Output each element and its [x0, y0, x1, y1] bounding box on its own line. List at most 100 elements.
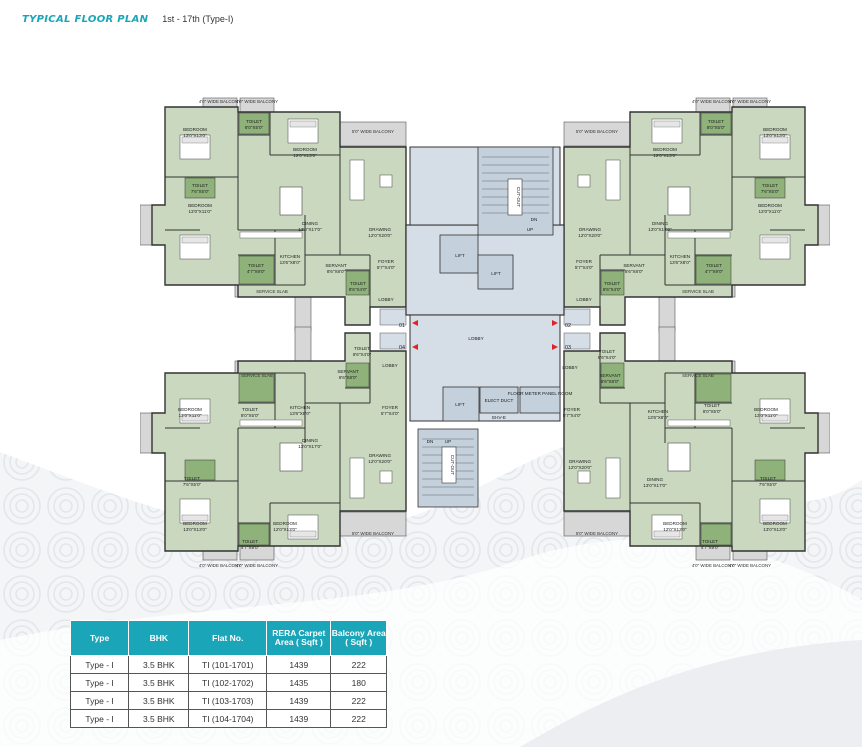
room-dims: 8'0"X5'0" — [241, 413, 260, 418]
col-header-type: Type — [69, 620, 130, 656]
room-dims: 12'0"X13'0" — [273, 527, 297, 532]
cell-balcony-area: 222 — [330, 709, 387, 728]
central-core — [405, 146, 565, 508]
room-label: BEDROOM — [763, 127, 787, 132]
room-label: BEDROOM — [293, 147, 317, 152]
room-label: BEDROOM — [188, 203, 212, 208]
room-label: BEDROOM — [183, 521, 207, 526]
cell-flat-no: TI (103-1703) — [188, 691, 268, 710]
room-dims: 8'0"X5'0" — [707, 125, 726, 130]
room-label: LOBBY — [562, 365, 577, 370]
room-label: BEDROOM — [273, 521, 297, 526]
unit-number-02: 02 — [565, 323, 571, 329]
room-label: LOBBY — [576, 297, 591, 302]
room-label: TOILET — [706, 263, 722, 268]
cell-type: Type - I — [69, 673, 130, 692]
room-dims: 4'7"X9'0" — [247, 269, 266, 274]
page-header: TYPICAL FLOOR PLAN 1st - 17th (Type-I) — [22, 14, 233, 34]
room-dims: 8'6"X8'0" — [327, 269, 346, 274]
cell-flat-no: TI (101-1701) — [188, 655, 268, 674]
room-dims: 13'6"X8'0" — [280, 260, 301, 265]
stair-up-label-2: UP — [527, 227, 533, 232]
room-label: SERVANT — [337, 369, 358, 374]
room-label: TOILET — [708, 119, 724, 124]
room-label: TOILET — [246, 119, 262, 124]
room-label: TOILET — [599, 349, 615, 354]
room-dims: 13'0"X11'0" — [188, 209, 211, 214]
balcony-label: 5'0" WIDE BALCONY — [576, 531, 618, 536]
room-dims: 13'0"X13'0" — [183, 133, 207, 138]
room-label: DINING — [302, 221, 319, 226]
room-label: BEDROOM — [653, 147, 677, 152]
room-label: BEDROOM — [763, 521, 787, 526]
lift-label-1: LIFT — [455, 253, 465, 258]
cell-bhk: 3.5 BHK — [128, 673, 190, 692]
cell-carpet-area: 1439 — [266, 655, 332, 674]
cut-out-label-2: CUT-OUT — [450, 455, 455, 476]
cut-out-label-1: CUT-OUT — [516, 187, 521, 208]
room-dims: 13'6"X8'0" — [290, 411, 311, 416]
room-label: TOILET — [248, 263, 264, 268]
room-label: TOILET — [702, 539, 718, 544]
room-label: DINING — [302, 438, 319, 443]
room-dims: 13'0"X11'0" — [758, 209, 781, 214]
room-label: KITCHEN — [280, 254, 300, 259]
room-label: TOILET — [192, 183, 208, 188]
lift-label-2: LIFT — [491, 271, 501, 276]
room-dims: 7'6"X5'0" — [759, 482, 778, 487]
room-dims: 8'6"X4'0" — [598, 355, 617, 360]
balcony-label: 5'0" WIDE BALCONY — [352, 129, 394, 134]
cell-bhk: 3.5 BHK — [128, 691, 190, 710]
cell-flat-no: TI (104-1704) — [188, 709, 268, 728]
room-dims: 8'0"X5'0" — [703, 409, 722, 414]
balcony-label: 4'0" WIDE BALCONY — [236, 99, 278, 104]
balcony-label: 4'0" WIDE BALCONY — [692, 563, 734, 568]
cell-flat-no: TI (102-1702) — [188, 673, 268, 692]
room-dims: 7'6"X5'0" — [761, 189, 780, 194]
cell-carpet-area: 1439 — [266, 691, 332, 710]
cell-carpet-area: 1435 — [266, 673, 332, 692]
unit-03-labels: BEDROOM 13'0"X13'0" BEDROOM 12'0"X13'0" … — [562, 349, 787, 568]
lift-label-3: LIFT — [455, 402, 465, 407]
room-label: FOYER — [576, 259, 593, 264]
cell-balcony-area: 180 — [330, 673, 387, 692]
ehv-label: EHV-E — [492, 415, 506, 420]
cell-bhk: 3.5 BHK — [128, 709, 190, 728]
room-label: TOILET — [704, 403, 720, 408]
room-label: DINING — [652, 221, 669, 226]
stair-up-label-3: UP — [445, 439, 451, 444]
balcony-label: 4'0" WIDE BALCONY — [729, 563, 771, 568]
room-dims: 8'6"X8'0" — [625, 269, 644, 274]
unit-number-03: 03 — [565, 345, 571, 351]
cell-balcony-area: 222 — [330, 655, 387, 674]
room-label: BEDROOM — [758, 203, 782, 208]
page-title: TYPICAL FLOOR PLAN — [22, 14, 149, 25]
balcony-label: 5'0" WIDE BALCONY — [576, 129, 618, 134]
room-label: LOBBY — [378, 297, 393, 302]
table-row: Type - I 3.5 BHK TI (103-1703) 1439 222 — [69, 691, 387, 710]
balcony-label: 5'0" WIDE BALCONY — [352, 531, 394, 536]
room-label: TOILET — [184, 476, 200, 481]
room-dims: 12'0"X13'0" — [653, 153, 677, 158]
unit-01-labels: BEDROOM 13'0"X13'0" BEDROOM 12'0"X13'0" … — [183, 99, 395, 302]
room-dims: 5'7"X4'0" — [575, 265, 594, 270]
cell-carpet-area: 1439 — [266, 709, 332, 728]
room-dims: 5'7"X4'0" — [563, 413, 582, 418]
unit-02-labels: BEDROOM 13'0"X13'0" BEDROOM 12'0"X13'0" … — [575, 99, 787, 302]
room-dims: 8'6"X8'0" — [339, 375, 358, 380]
room-dims: 12'0"X20'0" — [368, 459, 392, 464]
balcony-label: 4'0" WIDE BALCONY — [692, 99, 734, 104]
flat-area-table: Type BHK Flat No. RERA Carpet Area ( Sqf… — [69, 620, 387, 728]
room-dims: 13'0"X17'0" — [643, 483, 667, 488]
room-label: KITCHEN — [670, 254, 690, 259]
table-row: Type - I 3.5 BHK TI (101-1701) 1439 222 — [69, 655, 387, 674]
room-label: TOILET — [242, 539, 258, 544]
unit-04-labels: BEDROOM 13'0"X13'0" BEDROOM 12'0"X13'0" … — [178, 346, 399, 568]
room-label: TOILET — [762, 183, 778, 188]
room-label: TOILET — [242, 407, 258, 412]
room-dims: 13'0"X11'0" — [754, 413, 777, 418]
room-dims: 7'6"X5'0" — [183, 482, 202, 487]
room-dims: 8'6"X4'0" — [349, 287, 368, 292]
room-dims: 13'0"X17'0" — [648, 227, 672, 232]
room-dims: 12'0"X20'0" — [578, 233, 602, 238]
